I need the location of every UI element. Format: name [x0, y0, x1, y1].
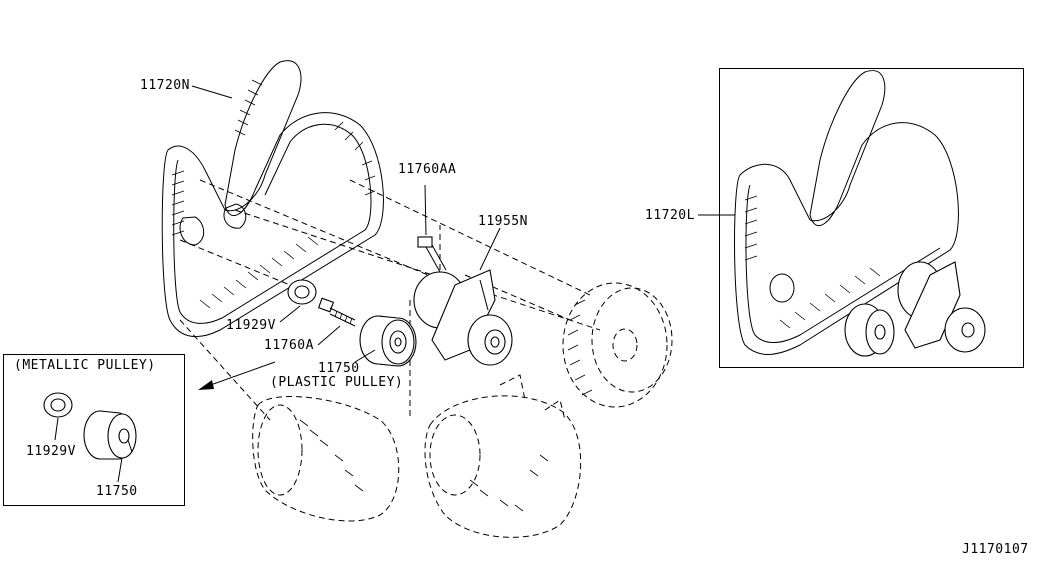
label-11720l: 11720L — [645, 208, 695, 223]
label-metallic-pulley: (METALLIC PULLEY) — [14, 358, 156, 373]
label-11760a: 11760A — [264, 338, 314, 353]
drawing-id: J1170107 — [962, 542, 1029, 557]
bolt-a-drawing — [317, 297, 356, 327]
crank-pulley-drawing — [562, 282, 673, 408]
label-metallic-11929v: 11929V — [26, 444, 76, 459]
label-11955n: 11955N — [478, 214, 528, 229]
label-11929v: 11929V — [226, 318, 276, 333]
bolt-aa-drawing — [417, 236, 447, 273]
ac-compressor-drawing — [252, 396, 400, 522]
plastic-pulley-drawing — [359, 315, 417, 367]
label-11750: 11750 — [318, 361, 360, 376]
metallic-pulley-drawing — [83, 410, 137, 460]
main-belt-drawing — [161, 60, 384, 338]
metallic-washer-drawing — [43, 392, 73, 418]
label-plastic-pulley: (PLASTIC PULLEY) — [270, 375, 404, 390]
washer-drawing — [287, 279, 317, 305]
label-11760aa: 11760AA — [398, 162, 457, 177]
alternator-drawing — [424, 374, 582, 538]
tensioner-drawing — [413, 269, 513, 366]
label-metallic-11750: 11750 — [96, 484, 138, 499]
alt-belt-drawing — [734, 70, 986, 357]
metallic-pulley-box — [3, 354, 185, 506]
label-11720n: 11720N — [140, 78, 190, 93]
alt-belt-box — [719, 68, 1024, 368]
